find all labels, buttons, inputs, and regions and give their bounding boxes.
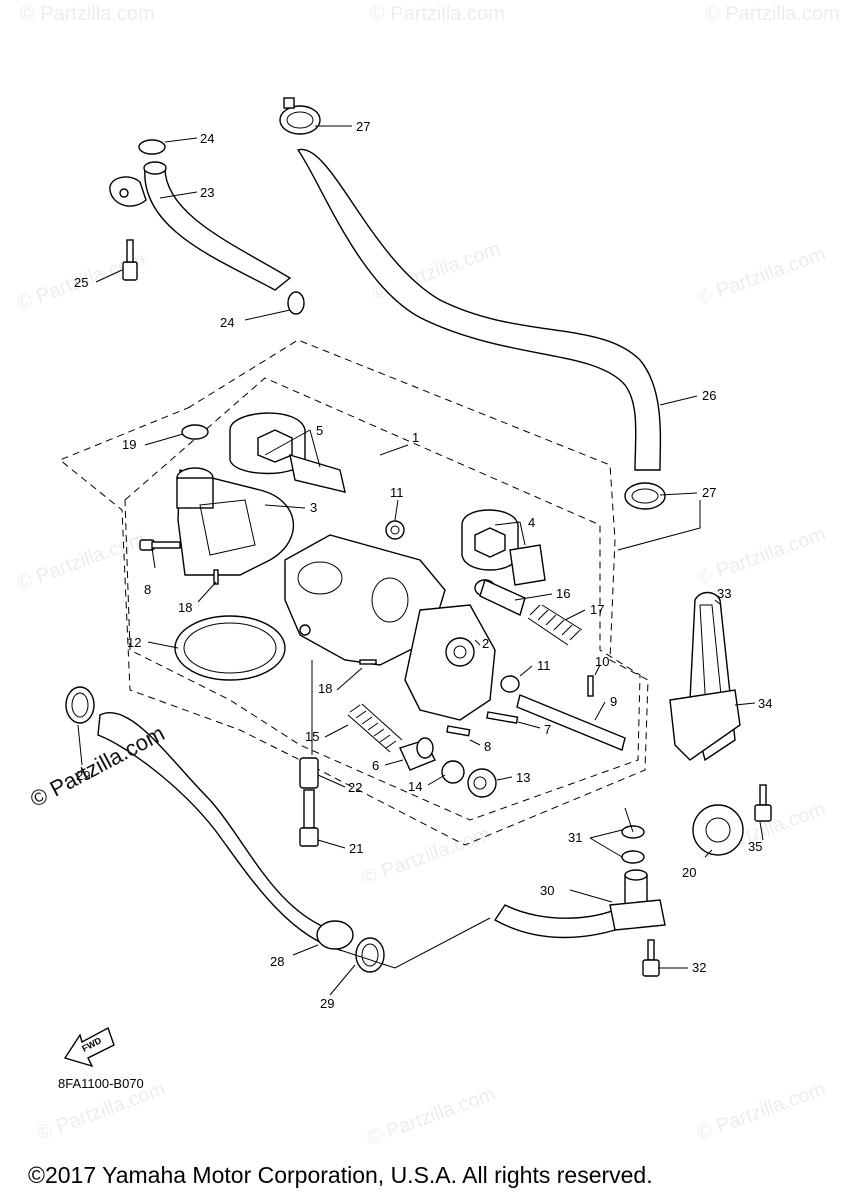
watermark: © Partzilla.com bbox=[694, 523, 828, 590]
callout-8-right: 8 bbox=[484, 739, 491, 754]
o-ring-31-bottom bbox=[621, 850, 645, 864]
seal-11-right bbox=[500, 675, 520, 693]
callout-27-bottom: 27 bbox=[702, 485, 716, 500]
bolt-8-left bbox=[139, 539, 181, 551]
connection-line bbox=[339, 917, 491, 969]
chain-guide-34 bbox=[669, 689, 741, 761]
callout-13: 13 bbox=[516, 770, 530, 785]
connection-line bbox=[617, 500, 701, 551]
callout-33: 33 bbox=[717, 586, 731, 601]
callout-5: 5 bbox=[316, 423, 323, 438]
fwd-arrow-icon: FWD bbox=[63, 1026, 115, 1068]
callout-34: 34 bbox=[758, 696, 772, 711]
seal-11-top-bore bbox=[390, 525, 400, 535]
leader-lines bbox=[77, 125, 764, 996]
shaft-9 bbox=[516, 694, 626, 751]
bolt-8-right bbox=[446, 725, 471, 737]
bolt-32 bbox=[642, 939, 660, 977]
bolt-35 bbox=[754, 784, 772, 822]
diagram-code: 8FA1100-B070 bbox=[58, 1076, 144, 1091]
pump-assembly-outline bbox=[124, 377, 641, 821]
pump-cover-3 bbox=[176, 467, 294, 576]
plug-13 bbox=[467, 768, 497, 798]
callout-31: 31 bbox=[568, 830, 582, 845]
callout-11-right: 11 bbox=[537, 658, 551, 673]
o-ring-19 bbox=[181, 424, 209, 440]
watermark: © Partzilla.com bbox=[370, 3, 505, 25]
callout-4: 4 bbox=[528, 515, 535, 530]
callout-19: 19 bbox=[122, 437, 136, 452]
watermark: © Partzilla.com bbox=[694, 1078, 828, 1145]
watermark: © Partzilla.com bbox=[20, 3, 155, 25]
oil-pipe-30 bbox=[493, 869, 666, 939]
pin-18-left bbox=[213, 569, 219, 585]
callout-30: 30 bbox=[540, 883, 554, 898]
hose-26 bbox=[296, 148, 662, 471]
valve-16 bbox=[474, 579, 526, 616]
callout-24-top: 24 bbox=[200, 131, 214, 146]
callout-21: 21 bbox=[349, 841, 363, 856]
callout-24-bottom: 24 bbox=[220, 315, 234, 330]
callout-18-left: 18 bbox=[178, 600, 192, 615]
o-ring-24-top bbox=[138, 139, 166, 155]
ball-14 bbox=[441, 760, 465, 784]
callout-8-left: 8 bbox=[144, 582, 151, 597]
callout-9: 9 bbox=[610, 694, 617, 709]
callout-18-right: 18 bbox=[318, 681, 332, 696]
watermark: © Partzilla.com bbox=[364, 1083, 498, 1150]
callout-3: 3 bbox=[310, 500, 317, 515]
callout-32: 32 bbox=[692, 960, 706, 975]
pump-cover-2 bbox=[404, 604, 496, 721]
watermark: © Partzilla.com bbox=[705, 3, 840, 25]
hose-clamp-27-bottom bbox=[624, 482, 666, 510]
watermark: © Partzilla.com bbox=[359, 823, 493, 890]
pin-10 bbox=[587, 675, 594, 697]
sprocket-20 bbox=[692, 804, 744, 856]
callout-16: 16 bbox=[556, 586, 570, 601]
bolt-21 bbox=[299, 789, 319, 847]
callout-35: 35 bbox=[748, 839, 762, 854]
callout-14: 14 bbox=[408, 779, 422, 794]
spring-17 bbox=[527, 604, 583, 646]
callout-11-top: 11 bbox=[390, 485, 404, 500]
pump-housing bbox=[284, 534, 446, 666]
callout-15: 15 bbox=[305, 729, 319, 744]
spring-15 bbox=[347, 703, 403, 753]
hose-clamp-27-top bbox=[279, 97, 321, 135]
callout-2: 2 bbox=[482, 636, 489, 651]
collar-22 bbox=[299, 757, 319, 789]
o-ring-24-bottom bbox=[287, 291, 305, 315]
callout-7: 7 bbox=[544, 722, 551, 737]
rotor-4 bbox=[461, 509, 546, 586]
hose-clamp-29-top bbox=[65, 686, 95, 724]
oil-pipe-23 bbox=[109, 161, 292, 291]
callout-20: 20 bbox=[682, 865, 696, 880]
hose-clamp-29-bottom bbox=[355, 937, 385, 973]
rotor-5 bbox=[229, 412, 346, 493]
callout-25: 25 bbox=[74, 275, 88, 290]
connection-line bbox=[624, 807, 634, 833]
assembly-outline bbox=[59, 339, 649, 846]
pin-18-right bbox=[359, 659, 377, 665]
callout-22: 22 bbox=[348, 780, 362, 795]
callout-26: 26 bbox=[702, 388, 716, 403]
callout-27-top: 27 bbox=[356, 119, 370, 134]
callout-28: 28 bbox=[270, 954, 284, 969]
callout-29-bottom: 29 bbox=[320, 996, 334, 1011]
watermark: © Partzilla.com bbox=[694, 243, 828, 310]
callout-1: 1 bbox=[412, 430, 419, 445]
bolt-7 bbox=[486, 711, 519, 724]
copyright-notice: ©2017 Yamaha Motor Corporation, U.S.A. A… bbox=[28, 1162, 653, 1188]
callout-23: 23 bbox=[200, 185, 214, 200]
callout-12: 12 bbox=[127, 635, 141, 650]
valve-6 bbox=[399, 737, 436, 771]
oil-strainer-12 bbox=[174, 615, 286, 681]
seal-11-top bbox=[385, 520, 405, 540]
callout-29-top: 29 bbox=[76, 768, 90, 783]
callout-17: 17 bbox=[590, 602, 604, 617]
callout-6: 6 bbox=[372, 758, 379, 773]
bolt-25 bbox=[122, 239, 138, 281]
callout-10: 10 bbox=[595, 654, 609, 669]
